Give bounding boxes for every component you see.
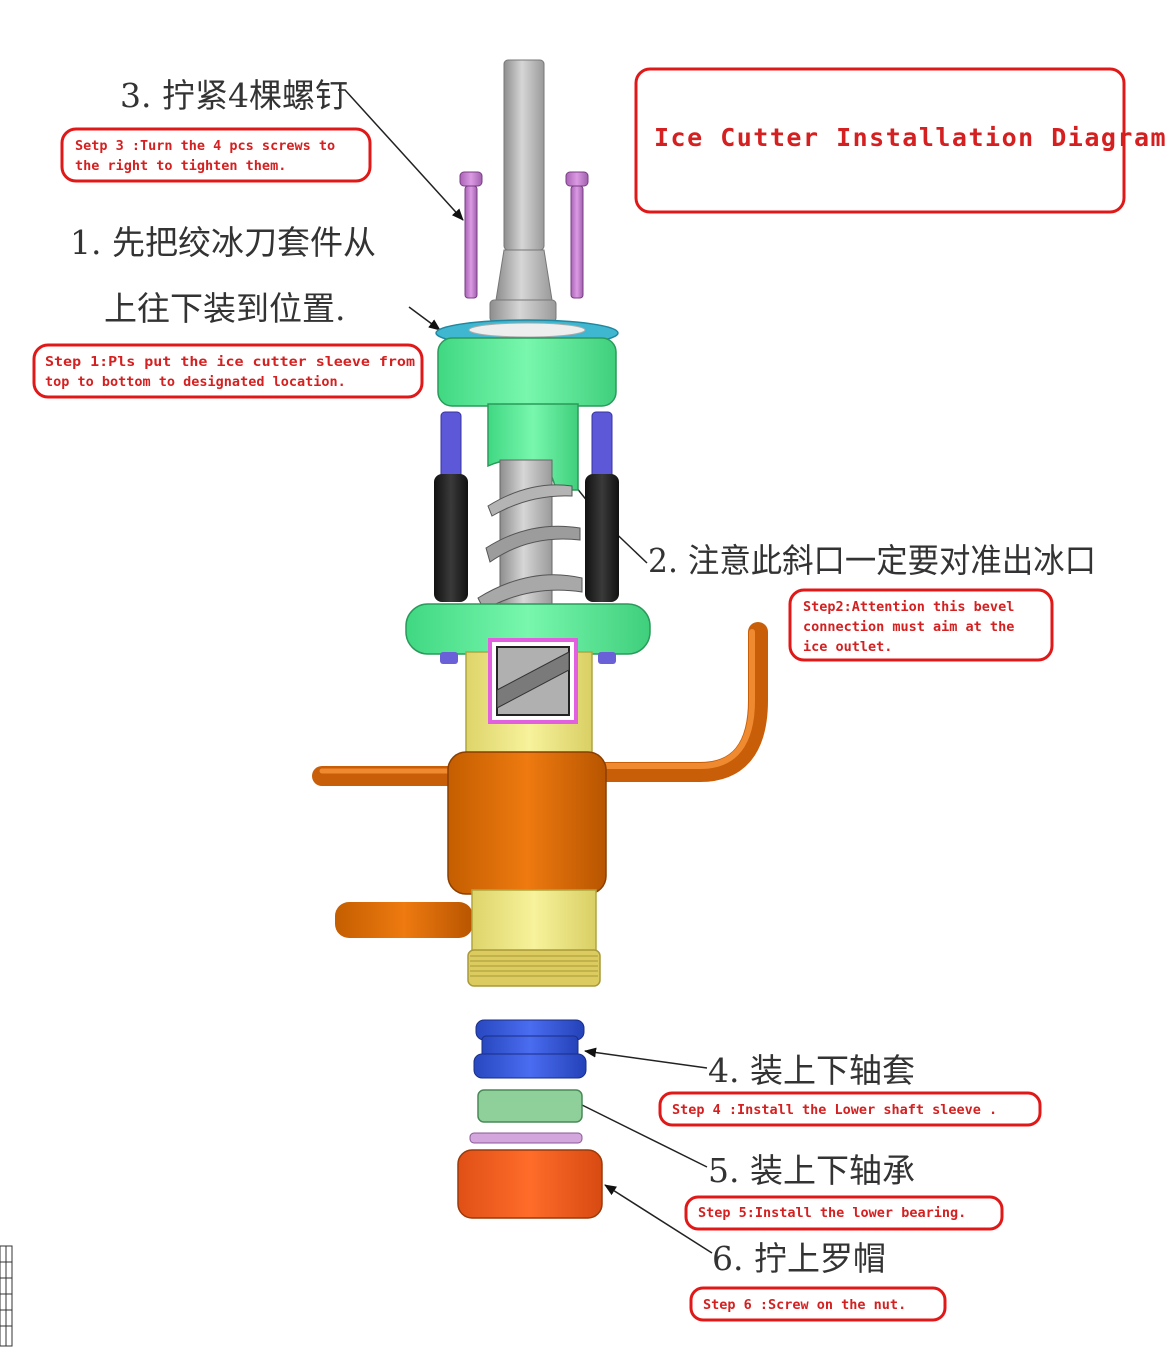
flange-bolt-left <box>440 652 458 664</box>
drain-pipe <box>335 902 473 938</box>
annotation-line: Step 4 :Install the Lower shaft sleeve . <box>672 1102 997 1118</box>
label-step6-cn: 6. 拧上罗帽 <box>712 1239 886 1278</box>
right-damper <box>585 411 619 602</box>
screw-left <box>459 171 483 299</box>
label-step1-cn-line1: 1. 先把绞冰刀套件从 <box>70 223 376 262</box>
leader-step4 <box>584 1047 708 1069</box>
annotation-line: Step2:Attention this bevel <box>803 599 1014 615</box>
body-lower <box>471 889 597 953</box>
shaft-base <box>489 299 557 323</box>
annotation-box <box>32 343 424 399</box>
label-step2-cn: 2. 注意此斜口一定要对准出冰口 <box>648 541 1096 580</box>
annotation-box <box>788 588 1054 662</box>
annotation-box <box>684 1195 1004 1231</box>
screw-right <box>565 171 589 299</box>
ice-cutter-assembly <box>312 59 768 1219</box>
outlet-collar <box>447 751 607 895</box>
annotation-box <box>658 1091 1042 1127</box>
housing-top <box>437 337 617 407</box>
bevel-window-helix <box>496 651 570 709</box>
annotation-line: the right to tighten them. <box>75 158 286 174</box>
label-step4-cn: 4. 装上下轴套 <box>708 1051 915 1090</box>
shaft-taper <box>495 249 553 301</box>
top-ring-inner <box>468 322 586 338</box>
annotation-step6: Step 6 :Screw on the nut. <box>689 1286 947 1322</box>
annotation-box <box>60 127 372 183</box>
lower-bearing <box>477 1089 583 1123</box>
label-step3-cn: 3. 拧紧4棵螺钉 <box>120 76 348 115</box>
cap-nut <box>457 1149 603 1219</box>
annotation-box <box>689 1286 947 1322</box>
grid-artifact <box>0 1245 13 1347</box>
label-step5-cn: 5. 装上下轴承 <box>708 1151 915 1190</box>
leader-step1 <box>408 306 441 331</box>
title-box <box>634 67 1126 214</box>
shaft-top <box>503 59 545 251</box>
annotation-line: Setp 3 :Turn the 4 pcs screws to <box>75 138 335 154</box>
lower-shaft-sleeve <box>473 1019 587 1079</box>
outlet-pipe-right <box>580 622 768 782</box>
annotation-line: Step 5:Install the lower bearing. <box>698 1205 966 1221</box>
thread-lines <box>470 955 598 977</box>
annotation-line: Step 6 :Screw on the nut. <box>703 1297 906 1313</box>
annotation-step1: Step 1:Pls put the ice cutter sleeve fro… <box>32 343 424 399</box>
annotation-step5: Step 5:Install the lower bearing. <box>684 1195 1004 1231</box>
washer <box>469 1132 583 1144</box>
annotation-line: connection must aim at the <box>803 619 1014 635</box>
outlet-pipe-right-highlight <box>587 629 755 769</box>
flange-bolt-right <box>598 652 616 664</box>
leader-step5 <box>577 1102 708 1168</box>
annotation-step4: Step 4 :Install the Lower shaft sleeve . <box>658 1091 1042 1127</box>
left-damper <box>434 411 468 602</box>
label-step1-cn-line2: 上往下装到位置. <box>104 289 346 328</box>
annotation-step2: Step2:Attention this bevel connection mu… <box>788 588 1054 662</box>
leader-step3 <box>338 89 464 221</box>
auger <box>477 459 583 611</box>
annotation-line: top to bottom to designated location. <box>45 374 346 390</box>
leader-step6 <box>604 1184 713 1254</box>
annotation-line: Step 1:Pls put the ice cutter sleeve fro… <box>45 354 415 370</box>
annotation-line: ice outlet. <box>803 639 892 655</box>
annotation-step3: Setp 3 :Turn the 4 pcs screws to the rig… <box>60 127 372 183</box>
body-thread <box>467 949 601 987</box>
diagram-title: Ice Cutter Installation Diagram <box>654 123 1167 152</box>
